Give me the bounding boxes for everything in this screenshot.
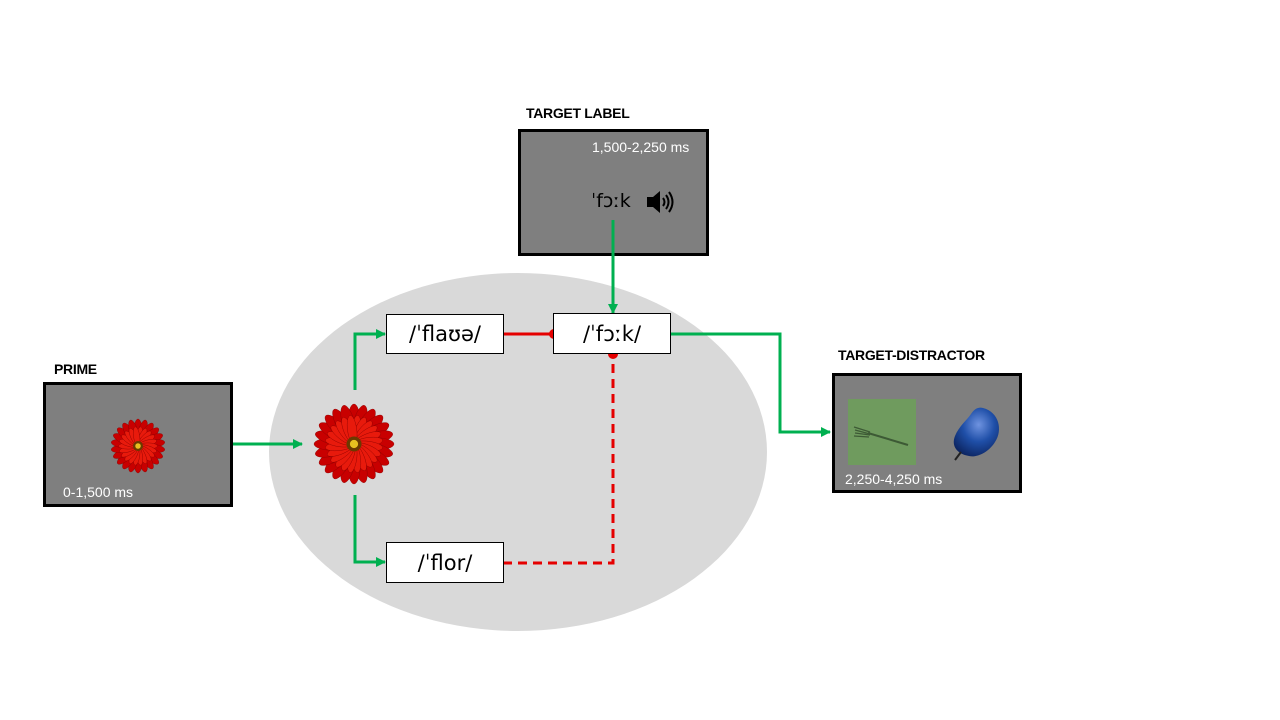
prime-panel: 0-1,500 ms	[43, 382, 233, 507]
fork-image-tile	[848, 399, 916, 465]
word-box-flower-spanish: /ˈflor/	[386, 542, 504, 583]
target-distractor-panel: 2,250-4,250 ms	[832, 373, 1022, 493]
target-distractor-title: TARGET-DISTRACTOR	[838, 347, 985, 363]
fork-icon	[853, 426, 909, 446]
prime-title: PRIME	[54, 361, 97, 377]
spoken-word: ˈfɔːk	[591, 190, 631, 212]
prime-timing: 0-1,500 ms	[63, 484, 134, 500]
spanish-to-fork-inhibition-link	[503, 355, 615, 565]
speaker-icon	[647, 191, 674, 213]
target-label-title: TARGET LABEL	[526, 105, 630, 121]
prime-flower-icon	[111, 418, 165, 474]
pear-icon	[953, 407, 999, 461]
network-ellipse	[269, 273, 767, 631]
word-box-fork: /ˈfɔːk/	[553, 313, 671, 354]
fork-word-to-target-distractor-arrow	[671, 332, 831, 437]
flower-to-english-word-arrow	[353, 329, 386, 390]
target-label-timing: 1,500-2,250 ms	[592, 139, 690, 155]
flower-to-spanish-word-arrow	[353, 495, 386, 567]
word-box-flower-english: /ˈflaʊə/	[386, 314, 504, 354]
network-flower-icon	[313, 403, 395, 485]
flower-center-highlight	[135, 443, 141, 449]
flower-center-highlight	[349, 439, 359, 449]
target-distractor-timing: 2,250-4,250 ms	[845, 471, 943, 487]
